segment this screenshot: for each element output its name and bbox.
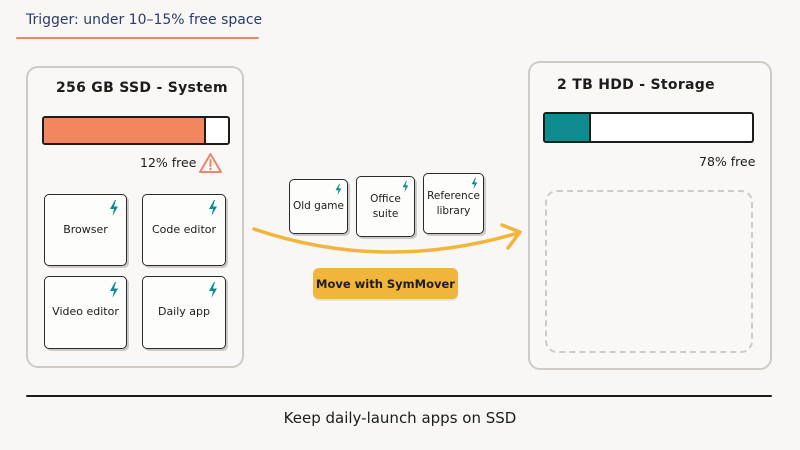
move-arrow [248,215,530,269]
trigger-underline [16,37,259,39]
bolt-icon [401,180,410,193]
app-card-label: Daily app [157,305,211,319]
hdd-usage-bar [543,112,754,143]
app-card-label: Browser [63,222,108,236]
footer-caption: Keep daily-launch apps on SSD [283,409,517,427]
move-with-symmover-button[interactable]: Move with SymMover [313,268,458,299]
hdd-title: 2 TB HDD - Storage [557,77,715,93]
app-card-label: Video editor [52,305,119,319]
hdd-drop-zone[interactable] [545,190,753,353]
app-card-video-editor[interactable]: Video editor [44,276,127,349]
moving-card-label: Old game [293,200,344,213]
bolt-icon [334,183,343,196]
hdd-usage-fill [545,114,591,141]
app-card-daily-app[interactable]: Daily app [142,276,226,349]
hdd-free-label: 78% free [699,154,756,169]
trigger-note: Trigger: under 10–15% free space [26,12,263,28]
bolt-icon [470,177,479,190]
ssd-title: 256 GB SSD - System [56,80,228,96]
app-card-code-editor[interactable]: Code editor [142,194,226,266]
warning-triangle-icon [198,152,223,178]
ssd-free-label: 12% free [140,155,197,170]
app-card-label: Code editor [151,222,217,236]
bolt-icon [207,199,219,217]
ssd-usage-bar [42,116,230,145]
bolt-icon [207,281,219,299]
moving-card-old-game[interactable]: Old game [289,179,348,234]
app-card-browser[interactable]: Browser [44,194,127,266]
bolt-icon [108,281,120,299]
divider-line [26,395,772,397]
bolt-icon [108,199,120,217]
ssd-usage-fill [44,118,206,143]
